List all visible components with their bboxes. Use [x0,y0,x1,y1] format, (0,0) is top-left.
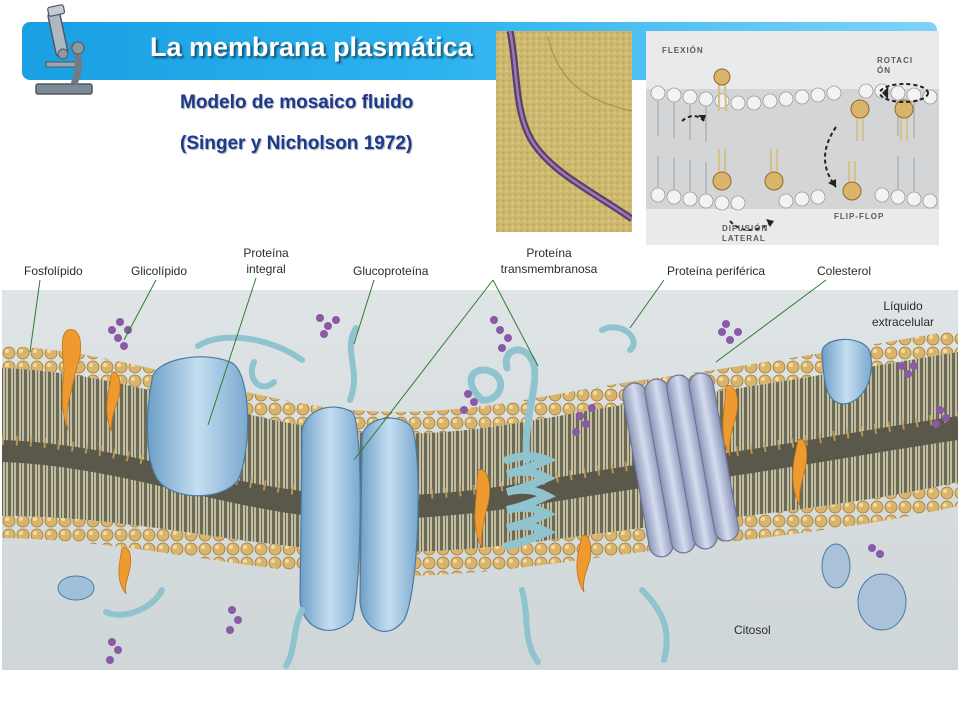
leader-phospholipid [29,279,41,353]
label-cytosol: Citosol [734,623,771,637]
leader-peripheral-protein [629,279,665,329]
label-peripheral-protein: Proteína periférica [667,264,766,278]
membrane-illustration [2,290,958,670]
leader-glycoprotein [353,279,375,345]
label-integral-protein: Proteína integral [243,246,289,277]
leader-transmembrane-b [492,279,539,367]
label-extracellular-fluid: Líquido extracelular [871,299,935,330]
microscope-icon [35,4,93,95]
rotation-label: ROTACIÓN [877,56,914,76]
label-cholesterol: Colesterol [817,264,872,278]
electron-micrograph [496,31,632,232]
lateral-diffusion-label: DIFUSIÓN LATERAL [722,224,769,244]
leader-integral-protein [207,277,257,426]
label-phospholipid: Fosfolípido [24,264,83,278]
flip-flop-label: FLIP-FLOP [834,212,885,221]
leader-glycolipid [123,279,157,341]
slide-title: La membrana plasmática [150,32,473,62]
slide-subtitle-model: Modelo de mosaico fluido [180,92,414,113]
leader-cholesterol [715,279,827,363]
label-glycolipid: Glicolípido [131,264,188,278]
label-transmembrane-protein: Proteína transmembranosa [500,246,598,277]
leader-transmembrane-a [353,279,494,461]
slide-subtitle-authors: (Singer y Nicholson 1972) [180,133,413,154]
label-glycoprotein: Glucoproteína [353,264,429,278]
lipid-movement-diagram [646,31,939,245]
flexion-label: FLEXIÓN [662,46,704,55]
